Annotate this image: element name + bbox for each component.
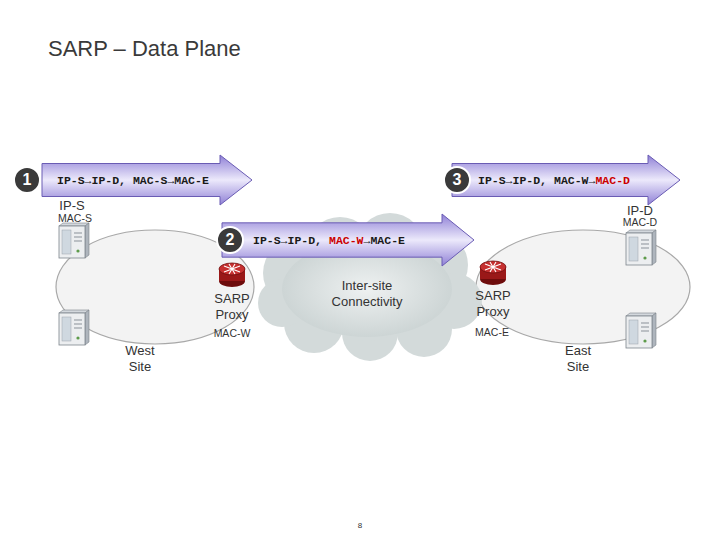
router-icon xyxy=(480,261,506,285)
header-fields: IP-S→IP-D, xyxy=(478,174,547,187)
badge-circle xyxy=(14,167,40,193)
slide-title: SARP – Data Plane xyxy=(48,36,241,62)
device-label: SARP Proxy xyxy=(471,288,515,320)
cloud-highlight xyxy=(282,241,452,337)
packet-arrow: IP-S→IP-D, MAC-S→MAC-E xyxy=(42,155,252,205)
device-label: MAC-S xyxy=(45,212,105,226)
header-fields: MAC-W→ xyxy=(554,174,595,187)
step-badge: 1 xyxy=(13,166,41,194)
arrow-shape xyxy=(452,155,680,205)
step-badge: 2 xyxy=(216,226,244,254)
site-ellipse-shape xyxy=(56,230,254,344)
server-icon xyxy=(626,313,656,348)
header-fields: IP-S→IP-D, MAC-S→MAC-E xyxy=(57,174,209,187)
cloud-shape xyxy=(258,213,482,361)
callout-number: 1 xyxy=(13,166,41,194)
site-label: West Site xyxy=(115,343,165,375)
device-label: MAC-E xyxy=(462,326,522,340)
callout-number: 2 xyxy=(216,226,244,254)
server-icon xyxy=(626,230,656,265)
arrow-text-row: IP-S→IP-D, MAC-S→MAC-E xyxy=(42,155,209,205)
header-fields: MAC-W xyxy=(329,234,364,247)
server-icon xyxy=(59,310,89,345)
cloud-label: Inter-site Connectivity xyxy=(317,278,417,310)
arrow-text-row: IP-S→IP-D, MAC-W→MAC-D xyxy=(452,155,630,205)
arrow-text-row: IP-S→IP-D, MAC-W→MAC-E xyxy=(222,214,405,266)
header-fields: →MAC-E xyxy=(364,234,405,247)
device-label: IP-S xyxy=(42,198,102,214)
badge-circle xyxy=(444,167,470,193)
site-label: East Site xyxy=(553,343,603,375)
device-label: SARP Proxy xyxy=(210,291,254,323)
device-label: MAC-D xyxy=(610,216,670,230)
header-fields: IP-S→IP-D, xyxy=(253,234,322,247)
packet-arrow: IP-S→IP-D, MAC-W→MAC-D xyxy=(452,155,680,205)
arrow-shape xyxy=(42,155,252,205)
router-icon xyxy=(219,263,245,287)
step-badge: 3 xyxy=(443,166,471,194)
packet-arrow: IP-S→IP-D, MAC-W→MAC-E xyxy=(222,214,474,266)
callout-number: 3 xyxy=(443,166,471,194)
page-number: 8 xyxy=(345,520,375,531)
badge-circle xyxy=(217,227,243,253)
device-label: MAC-W xyxy=(202,327,262,341)
server-icon xyxy=(59,223,89,258)
header-fields: MAC-D xyxy=(595,174,630,187)
